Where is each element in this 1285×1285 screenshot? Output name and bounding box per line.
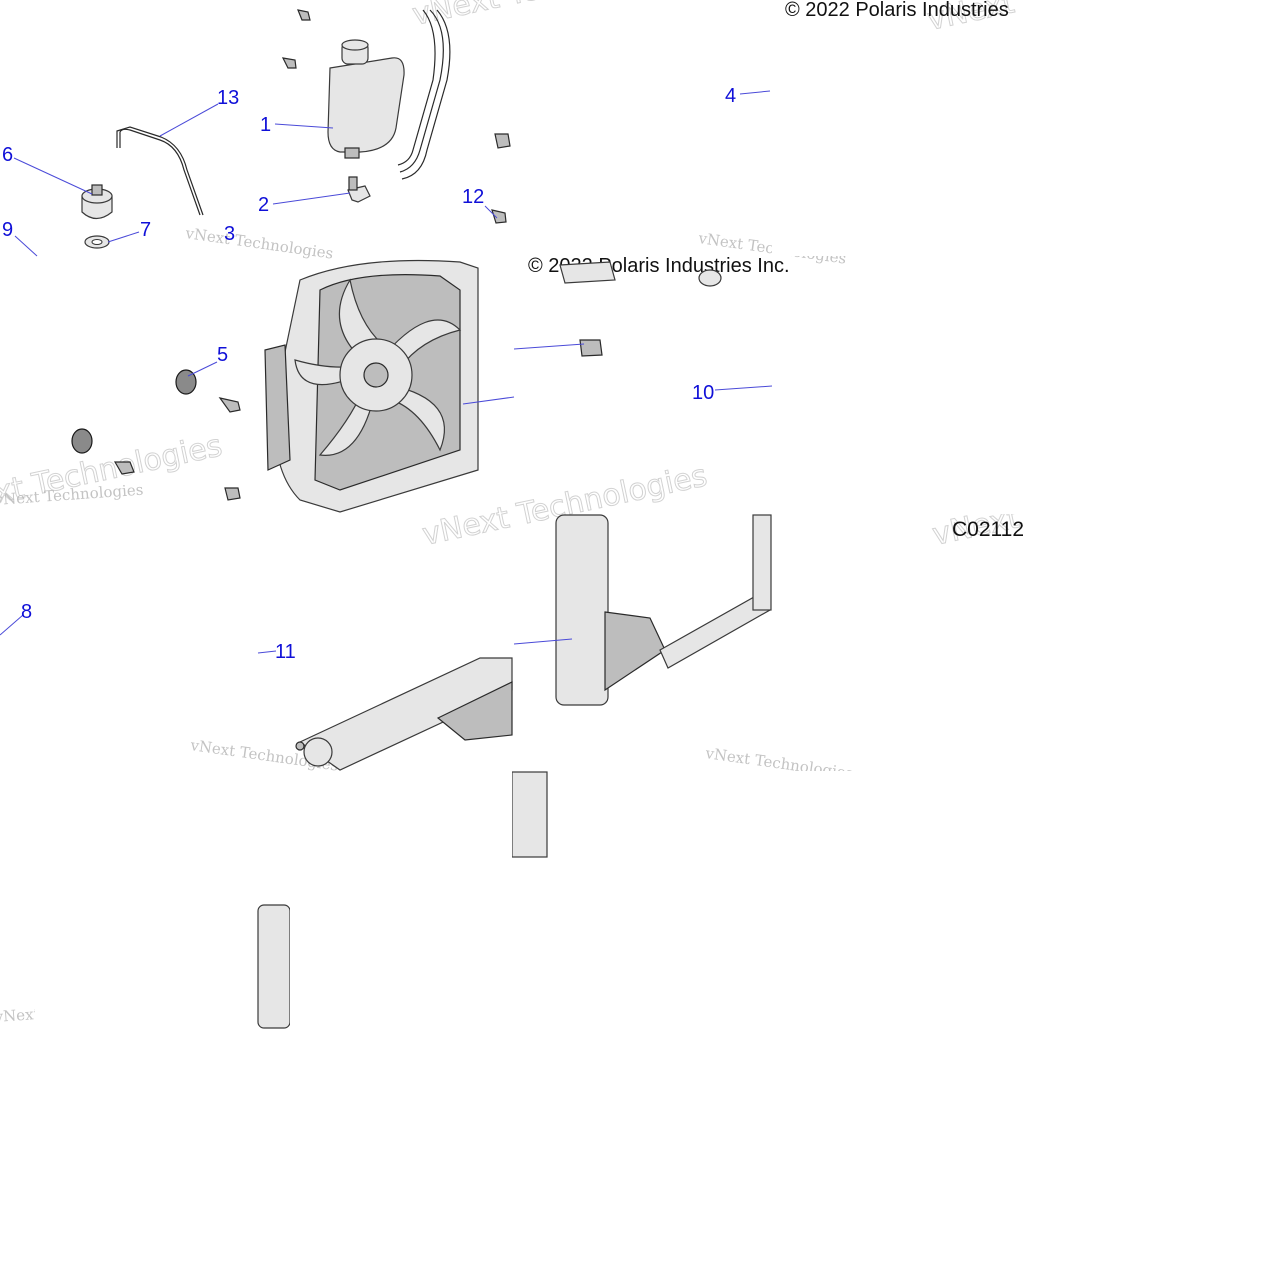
callout-13: 13 <box>217 87 239 109</box>
radiator-cap <box>81 184 113 220</box>
reference-code: C02112 <box>952 518 1024 541</box>
overflow-tube <box>116 126 204 216</box>
callout-1: 1 <box>260 114 271 136</box>
callout-8: 8 <box>21 601 32 623</box>
callout-12: 12 <box>462 186 484 208</box>
drain-plug <box>295 737 333 767</box>
small-screws <box>281 9 511 224</box>
washer <box>84 235 110 249</box>
copyright-top: © 2022 Polaris Industries <box>785 0 1009 21</box>
mounting-bolts <box>113 397 241 501</box>
watermark-large: vNext Technologies <box>409 0 700 33</box>
callout-4: 4 <box>725 85 736 107</box>
callout-3: 3 <box>224 223 235 245</box>
callout-11: 11 <box>275 641 296 663</box>
callout-2: 2 <box>258 194 269 216</box>
hose-fitting <box>347 176 371 203</box>
callouts: 1 2 3 4 5 6 7 8 9 10 11 12 13 <box>0 85 773 663</box>
watermark-small: vNext Technologies <box>183 224 334 263</box>
watermark-large: vNext Technologies <box>0 428 225 523</box>
callout-10: 10 <box>692 382 714 404</box>
callout-5: 5 <box>217 344 228 366</box>
bracket <box>559 261 616 284</box>
callout-6: 6 <box>2 144 13 166</box>
fan-shroud <box>264 259 479 513</box>
rubber-grommets <box>71 269 722 454</box>
coolant-hose <box>397 9 451 180</box>
callout-9: 9 <box>2 219 13 241</box>
coolant-reservoir <box>327 39 405 159</box>
radiator <box>257 514 772 1029</box>
callout-7: 7 <box>140 219 151 241</box>
